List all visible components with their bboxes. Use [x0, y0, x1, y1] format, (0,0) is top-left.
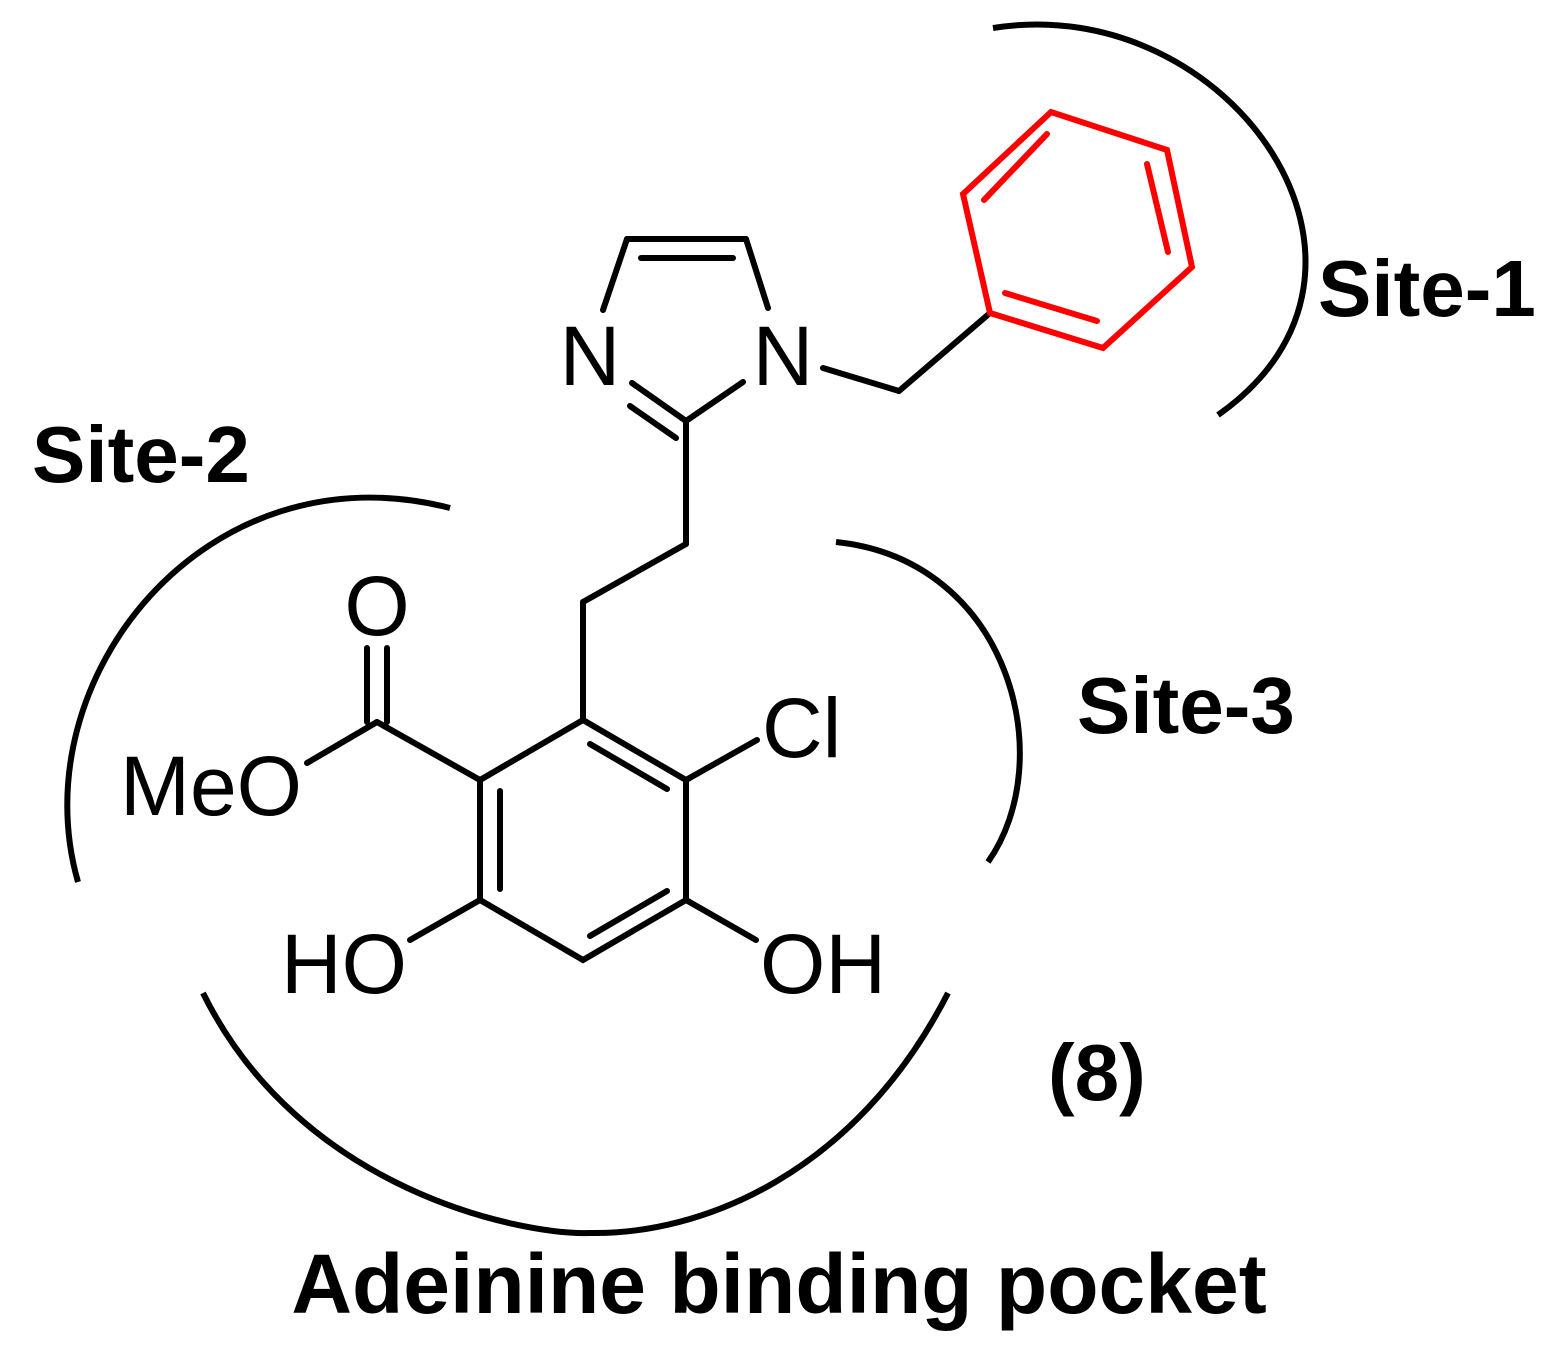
methoxy-label: MeO [120, 739, 302, 833]
ethylene-linker [580, 418, 689, 723]
adenine-pocket-arc [200, 991, 951, 1237]
benzyl-phenyl-ring [959, 108, 1196, 352]
pocket-arcs [64, 21, 1309, 1237]
site-3-label: Site-3 [1077, 661, 1295, 750]
compound-number: (8) [1048, 1028, 1146, 1117]
site-2-arc [64, 494, 451, 883]
imidazole-n1-label: N [753, 309, 814, 403]
benzyl-linker [820, 310, 993, 394]
hydroxyl-left-label: HO [281, 917, 407, 1011]
hydroxyl-right-label: OH [760, 917, 886, 1011]
resorcinol-ring [477, 716, 689, 964]
imidazole-n3-label: N [560, 309, 621, 403]
pocket-caption: Adeinine binding pocket [291, 1237, 1266, 1331]
imidazole-ring [600, 236, 771, 441]
chloro-label: Cl [762, 681, 841, 775]
site-labels: Site-1 Site-2 Site-3 (8) Adeinine bindin… [32, 244, 1536, 1331]
site-3-arc [835, 539, 1023, 864]
substituent-bonds [304, 645, 760, 943]
site-1-arc [992, 21, 1309, 418]
site-1-label: Site-1 [1318, 244, 1536, 333]
atom-labels: N N O MeO Cl HO OH [120, 309, 886, 1011]
site-2-label: Site-2 [32, 410, 250, 499]
carbonyl-oxygen-label: O [344, 559, 409, 653]
